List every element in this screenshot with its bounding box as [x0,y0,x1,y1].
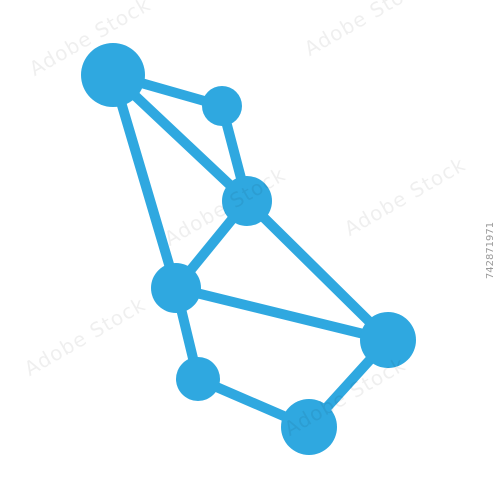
node [202,86,242,126]
stock-id-text: 742871971 [485,221,497,279]
node [360,312,416,368]
node [81,43,145,107]
stock-id-label: 742871971 [484,0,498,500]
edge [108,70,181,293]
node [222,176,272,226]
network-nodes [81,43,416,455]
node [176,357,220,401]
network-edges [108,70,393,432]
edge [171,283,393,345]
edge [242,196,393,345]
node [151,263,201,313]
node [281,399,337,455]
